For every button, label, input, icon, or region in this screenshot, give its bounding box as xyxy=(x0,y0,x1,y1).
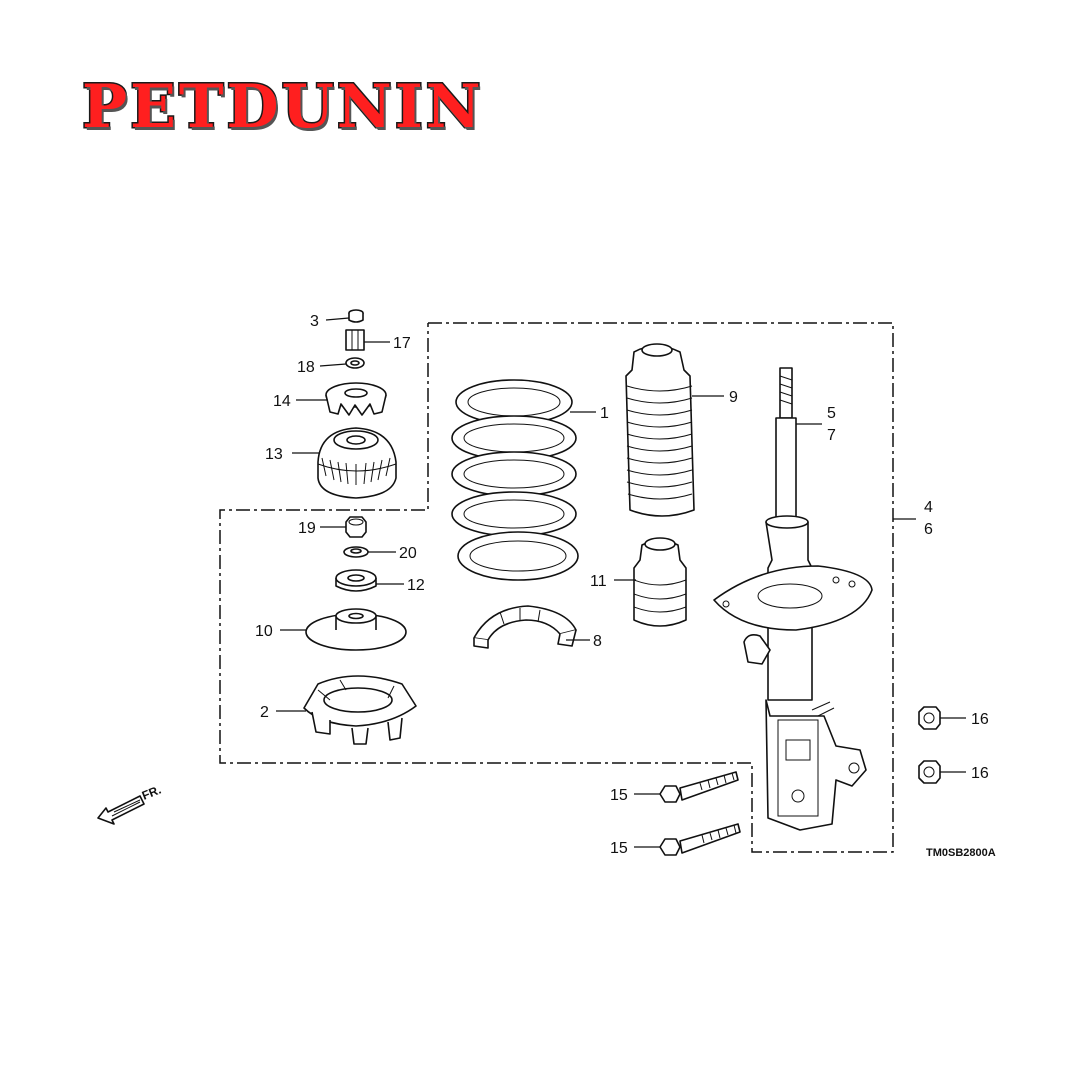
callout-labels: 3 17 18 14 13 19 20 12 10 2 1 8 9 11 5 7… xyxy=(255,313,989,857)
callout-7: 7 xyxy=(827,427,836,444)
front-direction-arrow: FR. xyxy=(97,783,163,825)
callout-10: 10 xyxy=(255,623,273,640)
callout-8: 8 xyxy=(593,633,602,650)
callout-5: 5 xyxy=(827,405,836,422)
callout-6: 6 xyxy=(924,521,933,538)
part-10-spring-seat xyxy=(305,608,407,651)
part-18-washer xyxy=(345,357,365,369)
front-direction-label: FR. xyxy=(140,783,163,803)
callout-1: 1 xyxy=(600,405,609,422)
part-15-bolt-upper xyxy=(659,771,739,803)
callout-15-upper: 15 xyxy=(610,787,628,804)
callout-19: 19 xyxy=(298,520,316,537)
part-20-washer xyxy=(343,546,369,558)
callout-16-upper: 16 xyxy=(971,711,989,728)
part-16-flange-nut-lower xyxy=(918,760,941,784)
brand-logo-text: PETDUNIN xyxy=(81,71,484,144)
callout-16-lower: 16 xyxy=(971,765,989,782)
part-13-strut-mount xyxy=(317,427,397,499)
callout-2: 2 xyxy=(260,704,269,721)
callout-14: 14 xyxy=(273,393,291,410)
part-12-bearing xyxy=(335,569,377,592)
callout-11: 11 xyxy=(590,573,607,590)
callout-12: 12 xyxy=(407,577,425,594)
leader-lines xyxy=(276,317,966,848)
part-11-bump-stop xyxy=(633,537,687,627)
part-9-dust-boot xyxy=(625,343,695,517)
part-8-spring-insulator xyxy=(473,605,577,649)
callout-20: 20 xyxy=(399,545,417,562)
callout-18: 18 xyxy=(297,359,315,376)
part-19-nut xyxy=(345,516,367,538)
part-16-flange-nut-upper xyxy=(918,706,941,730)
callout-4: 4 xyxy=(924,499,933,516)
callout-17: 17 xyxy=(393,335,411,352)
callout-15-lower: 15 xyxy=(610,840,628,857)
callout-3: 3 xyxy=(310,313,319,330)
callout-13: 13 xyxy=(265,446,283,463)
part-3-cap xyxy=(348,309,364,323)
part-4-strut-assembly xyxy=(713,367,873,831)
part-14-upper-washer xyxy=(325,382,387,416)
part-17-nut xyxy=(345,329,365,351)
callout-9: 9 xyxy=(729,389,738,406)
part-15-bolt-lower xyxy=(659,823,741,856)
part-1-coil-spring xyxy=(451,379,579,581)
part-2-bracket-ring xyxy=(303,675,417,745)
diagram-code: TM0SB2800A xyxy=(926,847,996,859)
